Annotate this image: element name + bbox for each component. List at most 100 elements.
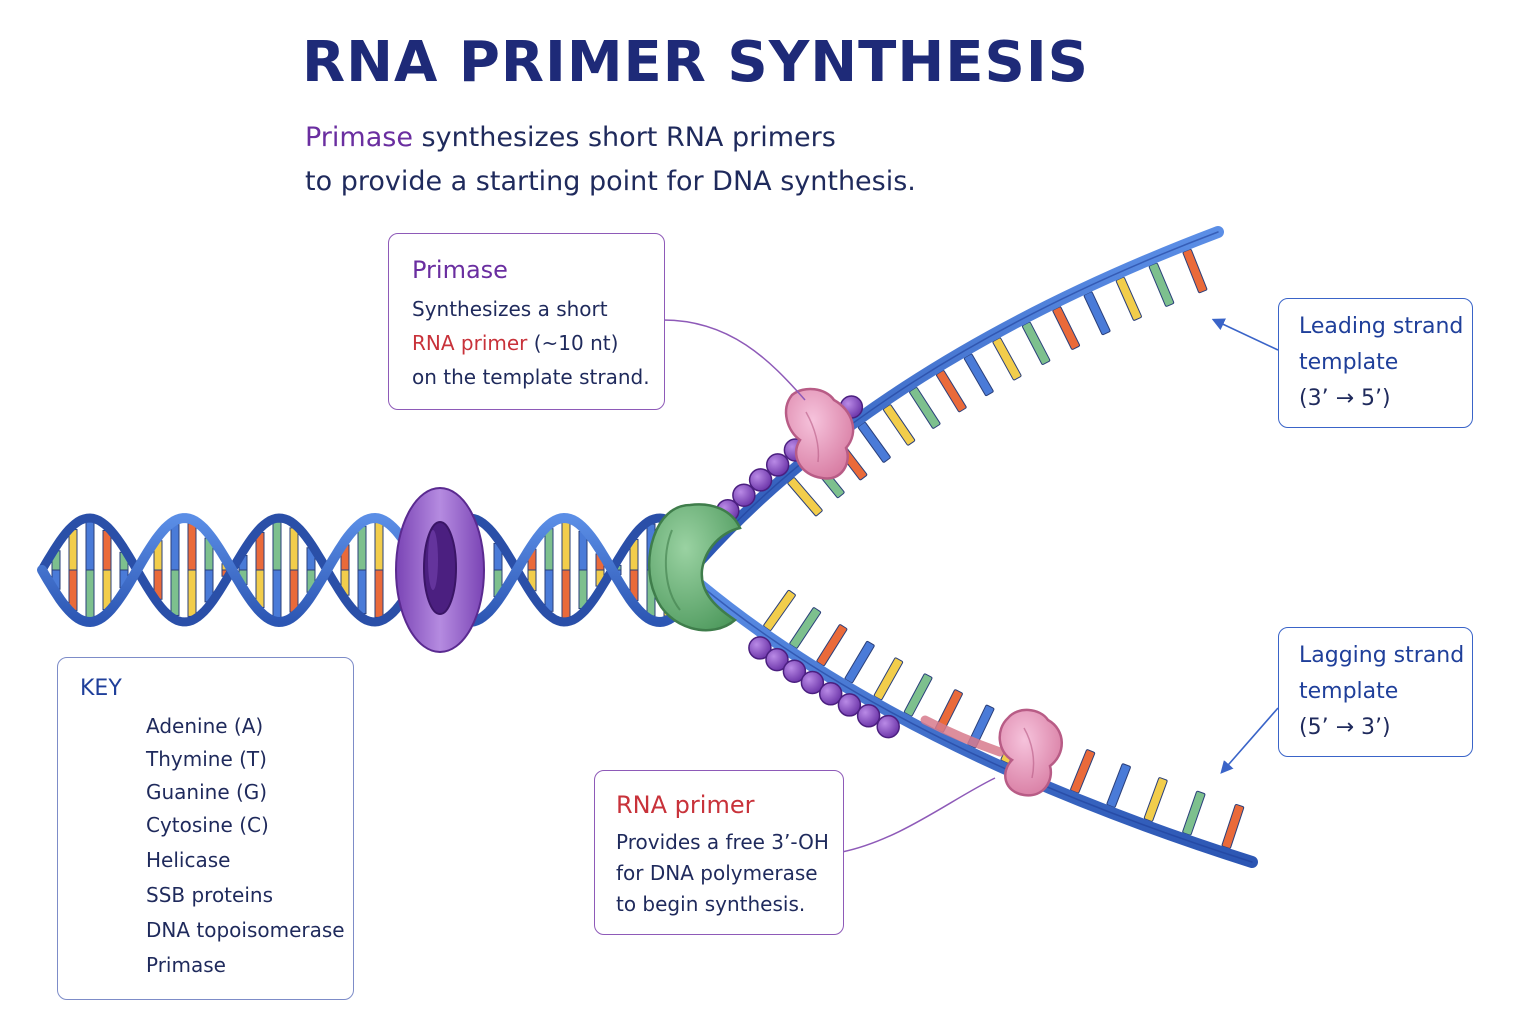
- rna-primer-callout: RNA primer Provides a free 3’-OH for DNA…: [594, 770, 844, 935]
- strand-base: [1182, 248, 1208, 294]
- key-label-thymine: Thymine (T): [146, 747, 267, 771]
- base-pair-bottom: [85, 569, 95, 619]
- leading-strand-callout: Leading strand template (3’ → 5’): [1278, 298, 1473, 428]
- base-pair-bottom: [374, 569, 384, 618]
- primase-callout: Primase Synthesizes a short RNA primer (…: [388, 233, 665, 410]
- primase-callout-line-2-rest: (~10 nt): [527, 331, 619, 355]
- ssb-protein: [856, 704, 881, 728]
- base-pair-bottom: [561, 569, 571, 619]
- strand-base: [763, 589, 796, 631]
- primase-callout-rna-primer: RNA primer: [412, 331, 528, 355]
- primase-callout-title: Primase: [412, 256, 508, 284]
- strand-base: [883, 404, 916, 446]
- base-pair-bottom: [170, 569, 180, 616]
- primase-leader-line: [662, 319, 806, 401]
- key-label-primase: Primase: [146, 953, 226, 977]
- rna-primer-segment: [920, 715, 1005, 757]
- ssb-protein: [748, 468, 773, 492]
- strand-base: [1221, 804, 1245, 849]
- subtitle: Primase synthesizes short RNA primers to…: [305, 116, 1065, 204]
- strand-base: [789, 607, 822, 649]
- rna-primer-callout-line-3: to begin synthesis.: [616, 892, 806, 916]
- helix-strand-front: [37, 512, 695, 628]
- strand-base: [1106, 763, 1131, 808]
- strand-base: [1052, 306, 1080, 350]
- key-item-topoisomerase: DNA topoisomerase: [78, 916, 348, 946]
- ssb-protein: [837, 693, 862, 717]
- key-label-topoisomerase: DNA topoisomerase: [146, 918, 345, 942]
- helicase-enzyme: [647, 503, 742, 632]
- base-pair-top: [544, 528, 554, 571]
- ssb-protein: [732, 483, 756, 507]
- base-pairs: [51, 521, 673, 619]
- primase-callout-line-2: RNA primer (~10 nt): [412, 326, 650, 360]
- rna-primer-callout-line-2: for DNA polymerase: [616, 861, 818, 885]
- leading-strand: [694, 226, 1224, 566]
- helix-strand-back: [37, 513, 695, 627]
- base-pair-bottom: [187, 569, 197, 617]
- base-pair-bottom: [544, 569, 554, 612]
- subtitle-line-1: Primase synthesizes short RNA primers: [305, 116, 1065, 160]
- key-label-cytosine: Cytosine (C): [146, 813, 269, 837]
- strand-base: [1083, 291, 1111, 336]
- ssb-protein: [765, 647, 789, 672]
- rna-primer-callout-title: RNA primer: [616, 791, 755, 819]
- primase-enzyme-lower: [998, 708, 1063, 797]
- strand-base: [936, 370, 967, 413]
- strand-base: [787, 477, 823, 517]
- subtitle-line-2: to provide a starting point for DNA synt…: [305, 166, 916, 197]
- key-label-guanine: Guanine (G): [146, 780, 268, 804]
- rna-primer-leader-line: [841, 777, 996, 853]
- dna-double-helix: [37, 512, 695, 628]
- ssb-protein: [800, 670, 825, 695]
- primase-callout-line-1: Synthesizes a short: [412, 297, 608, 321]
- lagging-ssb-proteins: [748, 636, 900, 739]
- topoisomerase-ring: [395, 487, 485, 653]
- strand-base: [963, 353, 994, 397]
- strand-base: [1143, 777, 1168, 822]
- rna-primer-callout-line-1: Provides a free 3’-OH: [616, 830, 829, 854]
- lagging-arrow: [1220, 707, 1279, 774]
- base-pair-top: [561, 521, 571, 571]
- key-title: KEY: [80, 676, 122, 701]
- lagging-callout-direction: (5’ → 3’): [1299, 715, 1391, 740]
- base-pair-top: [170, 524, 180, 571]
- key-label-helicase: Helicase: [146, 848, 231, 872]
- lagging-strand-callout: Lagging strand template (5’ → 3’): [1278, 627, 1473, 757]
- leading-callout-line-1: Leading strand: [1299, 314, 1464, 339]
- key-legend: KEY Adenine (A) Thymine (T) Guanine (G) …: [57, 657, 354, 1000]
- base-pair-bottom: [289, 569, 299, 613]
- subtitle-highlight: Primase: [305, 122, 413, 153]
- leading-strand-bases: [787, 248, 1208, 517]
- key-item-ssb: SSB proteins: [78, 881, 348, 911]
- ssb-protein: [748, 636, 772, 660]
- strand-base: [1182, 790, 1206, 836]
- key-item-guanine: Guanine (G): [78, 778, 348, 808]
- leading-callout-line-2: template: [1299, 350, 1399, 375]
- strand-base: [992, 337, 1022, 381]
- key-item-primase: Primase: [78, 951, 348, 981]
- page-title: RNA PRIMER SYNTHESIS: [302, 30, 1089, 95]
- ssb-protein: [765, 453, 790, 477]
- key-item-helicase: Helicase: [78, 846, 348, 876]
- base-pair-top: [68, 529, 78, 571]
- base-pair-top: [357, 525, 367, 571]
- ssb-protein: [876, 714, 900, 739]
- ssb-protein: [818, 682, 843, 706]
- base-pair-top: [102, 529, 112, 571]
- primase-enzyme-upper: [784, 387, 855, 480]
- strand-base: [844, 640, 875, 684]
- key-label-ssb: SSB proteins: [146, 883, 273, 907]
- key-item-thymine: Thymine (T): [78, 745, 348, 775]
- base-pair-bottom: [357, 569, 367, 615]
- lagging-callout-line-2: template: [1299, 679, 1399, 704]
- lagging-callout-line-1: Lagging strand: [1299, 643, 1465, 668]
- strand-base: [909, 387, 941, 429]
- strand-base: [967, 704, 995, 749]
- strand-base: [816, 624, 848, 667]
- key-item-adenine: Adenine (A): [78, 712, 348, 742]
- strand-base: [1148, 262, 1175, 307]
- base-pair-top: [374, 522, 384, 571]
- base-pair-top: [85, 521, 95, 571]
- strand-base: [1022, 321, 1051, 365]
